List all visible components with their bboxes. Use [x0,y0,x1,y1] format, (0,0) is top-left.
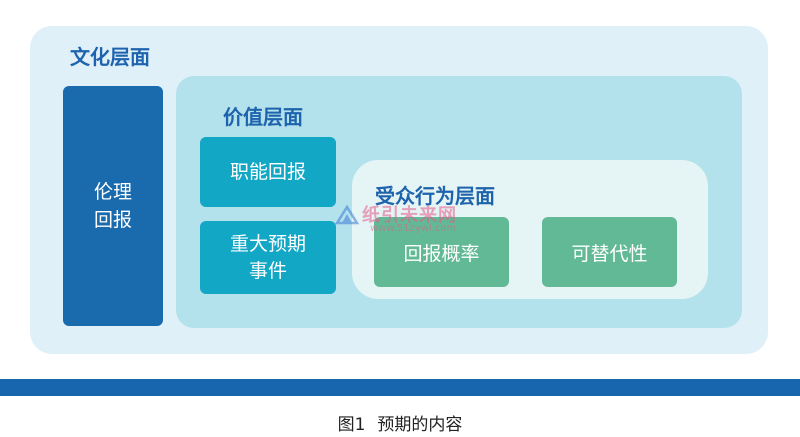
substitutability-label: 可替代性 [571,242,648,265]
major-expected-event-label: 重大预期 事件 [229,232,306,282]
ethics-return-box: 伦理 回报 [63,86,163,326]
watermark: 纸引未来网 www.51zywl.com [334,201,484,239]
ethics-return-label: 伦理 回报 [93,181,132,231]
job-return-box: 职能回报 [200,137,336,207]
figure-caption-text: 预期的内容 [377,415,463,435]
audience-behavior-title: 受众行为层面 [375,184,495,208]
watermark-url: www.51zywl.com [370,223,457,234]
bottom-divider-bar [0,379,800,396]
watermark-logo-icon [334,204,360,225]
return-probability-label: 回报概率 [403,242,480,265]
return-probability-box: 回报概率 [374,217,509,287]
value-layer-title: 价值层面 [223,105,303,129]
figure-caption: 图1 预期的内容 [0,410,800,435]
substitutability-box: 可替代性 [542,217,677,287]
watermark-name: 纸引未来网 [362,205,457,226]
major-expected-event-box: 重大预期 事件 [200,221,336,294]
job-return-label: 职能回报 [229,160,306,183]
figure-number: 图1 [337,415,366,435]
culture-layer-title: 文化层面 [70,45,150,69]
